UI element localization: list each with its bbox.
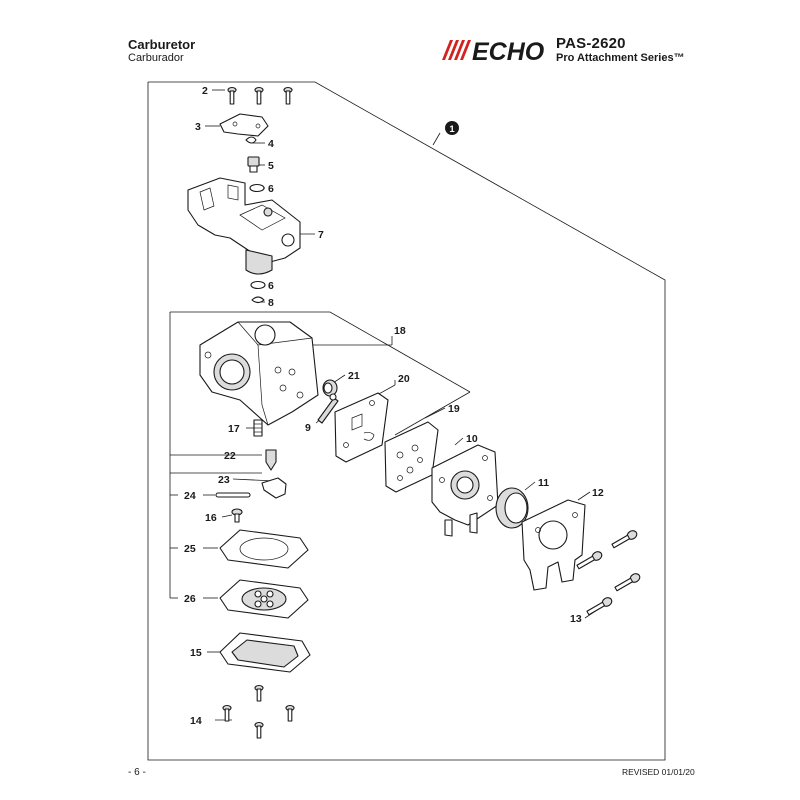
callout-2: 2 [202,85,208,97]
series-name: Pro Attachment Series™ [556,52,685,64]
clip-8 [251,296,265,304]
screw-16 [231,508,243,523]
svg-text:ECHO: ECHO [472,38,545,64]
page-number: - 6 - [128,767,146,778]
callout-25: 25 [184,543,196,555]
assembly-frame [147,81,666,761]
plug-21 [322,379,338,397]
cap-11 [495,487,529,529]
needle-22 [265,449,277,471]
callout-18: 18 [394,325,406,337]
callout-4: 4 [268,138,274,150]
callout-16: 16 [205,512,217,524]
callout-10: 10 [466,433,478,445]
pump-cover-10 [431,444,499,537]
screw-2-parts [227,86,293,105]
callout-6-top: 6 [268,183,274,195]
page-title: Carburetor [128,37,196,52]
callout-7: 7 [318,229,324,241]
callout-11: 11 [538,477,549,489]
needle-5 [247,156,260,173]
lever-23 [261,477,287,499]
callout-23: 23 [218,474,230,486]
echo-logo: ECHO [442,38,545,64]
callout-20: 20 [398,373,410,385]
diaphragm-19 [384,421,439,493]
screw-14-parts [222,684,295,739]
o-ring-6-bottom [250,280,266,290]
callout-19: 19 [448,403,460,415]
pin-24 [215,492,251,498]
o-ring-6-top [249,183,265,193]
callout-21: 21 [348,370,360,382]
callout-9: 9 [305,422,311,434]
gasket-20 [334,392,389,463]
spring-17 [253,419,263,437]
lever-plate-3 [219,113,269,137]
callout-15: 15 [190,647,202,659]
callout-13: 13 [570,613,582,625]
callout-12: 12 [592,487,604,499]
callout-22: 22 [224,450,236,462]
callout-6-bottom: 6 [268,280,274,292]
page-subtitle: Carburador [128,52,184,64]
subassembly-frame [170,311,471,393]
callout-14: 14 [190,715,202,727]
callout-5: 5 [268,160,274,172]
callout-3: 3 [195,121,201,133]
callout-24: 24 [184,490,196,502]
callout-1-badge [445,121,459,135]
model-number: PAS-2620 [556,35,626,52]
diaphragm-26 [219,579,309,619]
spring-4 [245,136,257,144]
throttle-housing-7 [187,177,301,275]
cover-15 [219,632,311,673]
callout-17: 17 [228,423,240,435]
adjust-screw-9 [317,393,339,424]
screw-13-parts [576,530,641,616]
gasket-25 [219,529,309,569]
carburetor-body-18 [199,321,319,426]
callout-1: 1 [449,124,455,135]
callout-8: 8 [268,297,274,309]
bracket-12 [521,499,586,591]
callout-26: 26 [184,593,196,605]
revision-date: REVISED 01/01/20 [622,767,695,777]
